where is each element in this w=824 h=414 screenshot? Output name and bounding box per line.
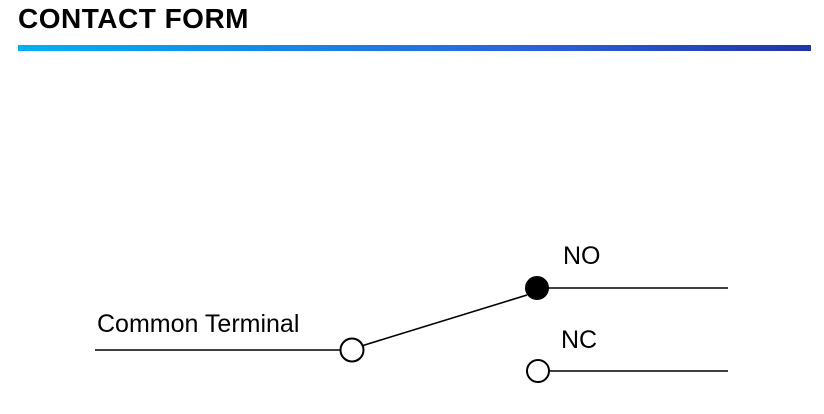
nc-contact-circle [526, 359, 550, 383]
nc-label: NC [561, 326, 597, 354]
common-terminal-label: Common Terminal [97, 310, 299, 338]
no-contact-circle [525, 276, 549, 300]
title-divider-rule [18, 45, 811, 51]
common-contact-circle [339, 337, 365, 363]
switch-arm-line [362, 294, 528, 347]
page-title: CONTACT FORM [18, 3, 249, 34]
no-label: NO [563, 242, 601, 270]
